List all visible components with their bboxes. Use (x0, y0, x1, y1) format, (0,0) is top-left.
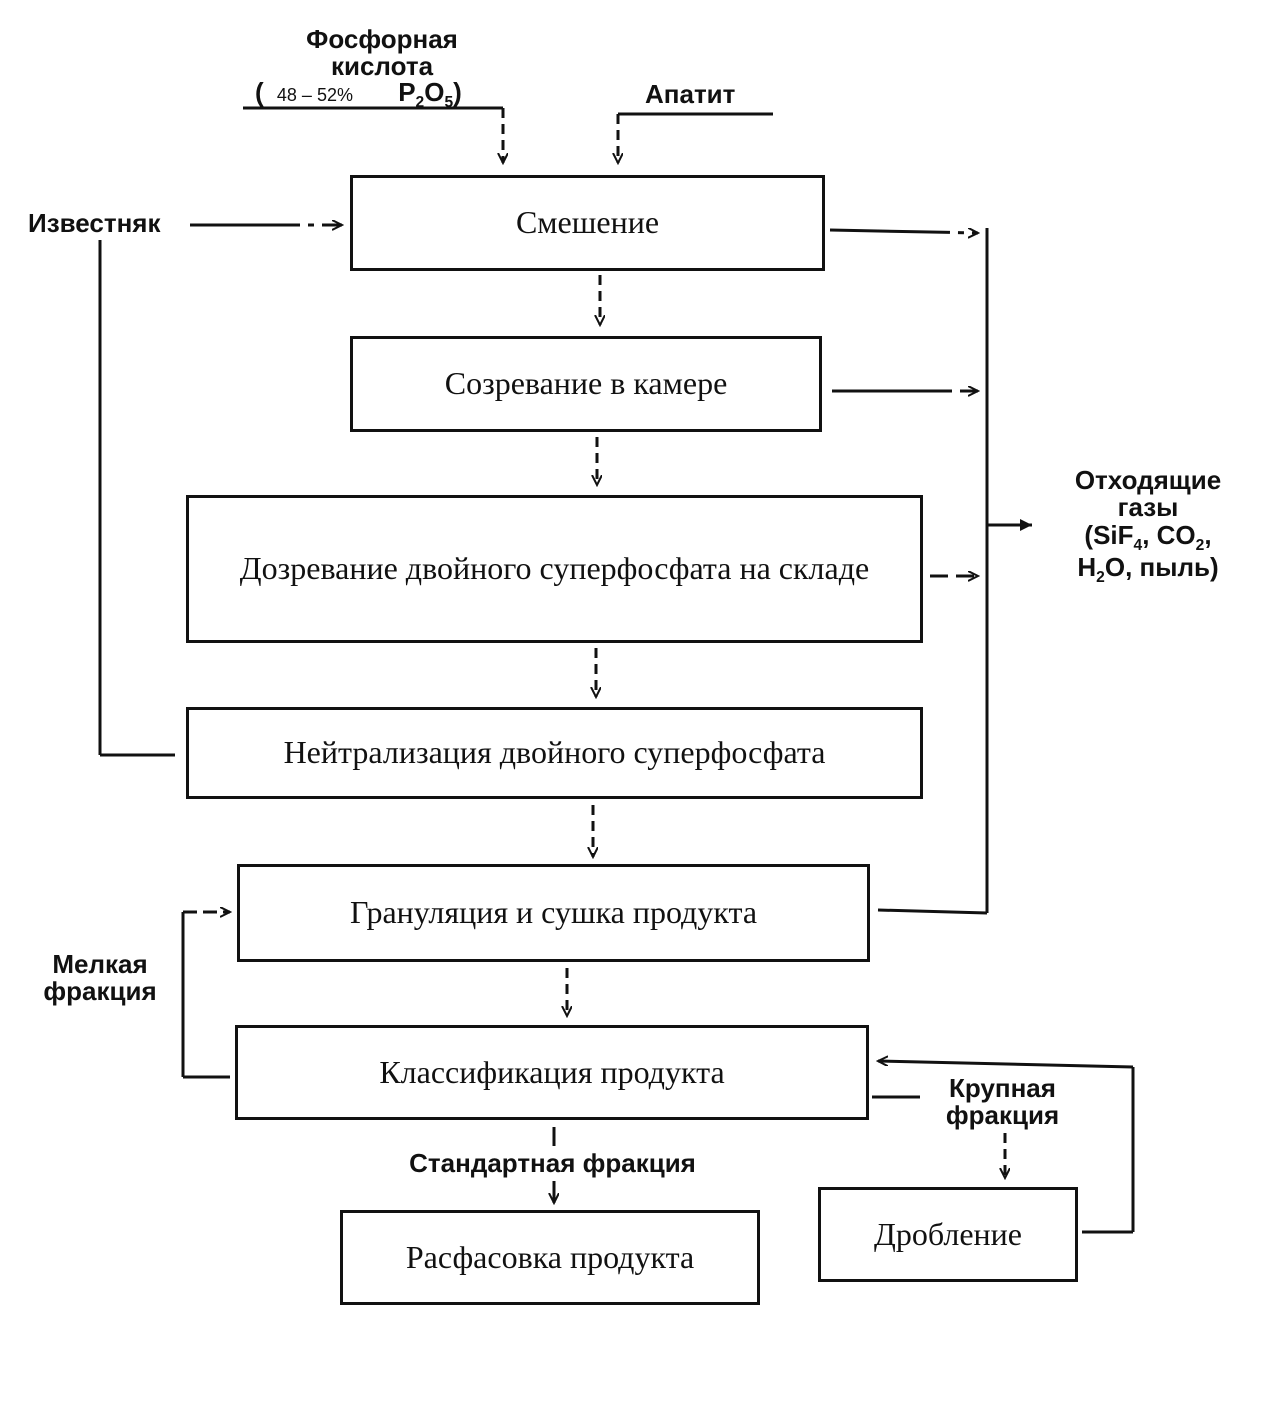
granulation-step-label: Грануляция и сушка продукта (349, 894, 758, 931)
granulation-step: Грануляция и сушка продукта (237, 864, 870, 962)
crushing-return-arrow (878, 1061, 1134, 1069)
coarse-fraction-label: Крупная фракция (945, 1073, 1060, 1131)
fine-fraction-label: Мелкая фракция (43, 949, 157, 1007)
ripening-step: Созревание в камере (350, 336, 822, 432)
classification-step-label: Классификация продукта (379, 1053, 725, 1090)
phosphoric-acid-concentration: ( 48 – 52% P2O5) (255, 77, 462, 112)
limestone-label: Известняк (28, 208, 161, 238)
mixing-gas-arrow (829, 230, 978, 233)
offgas-label: Отходящие газы (SiF4, CO2, H2O, пыль) (1074, 465, 1222, 587)
classification-step: Классификация продукта (235, 1025, 869, 1120)
mixing-step-label: Смешение (515, 204, 660, 241)
packaging-step: Расфасовка продукта (340, 1210, 760, 1305)
granulation-gas-line (877, 908, 988, 915)
mixing-step: Смешение (350, 175, 825, 271)
neutralization-step: Нейтрализация двойного суперфосфата (186, 707, 923, 799)
packaging-step-label: Расфасовка продукта (405, 1238, 695, 1275)
ripening-step-label: Созревание в камере (444, 365, 728, 402)
crushing-step-label: Дробление (874, 1215, 1022, 1252)
neutralization-step-label: Нейтрализация двойного суперфосфата (283, 734, 826, 771)
apatite-label: Апатит (645, 79, 736, 109)
storage-ripening-step-label: Дозревание двойного суперфосфата на скла… (239, 550, 870, 587)
crushing-step: Дробление (818, 1187, 1078, 1282)
phosphoric-acid-label: Фосфорная кислота (306, 24, 458, 82)
standard-fraction-label: Стандартная фракция (409, 1148, 696, 1178)
storage-ripening-step: Дозревание двойного суперфосфата на скла… (186, 495, 923, 643)
